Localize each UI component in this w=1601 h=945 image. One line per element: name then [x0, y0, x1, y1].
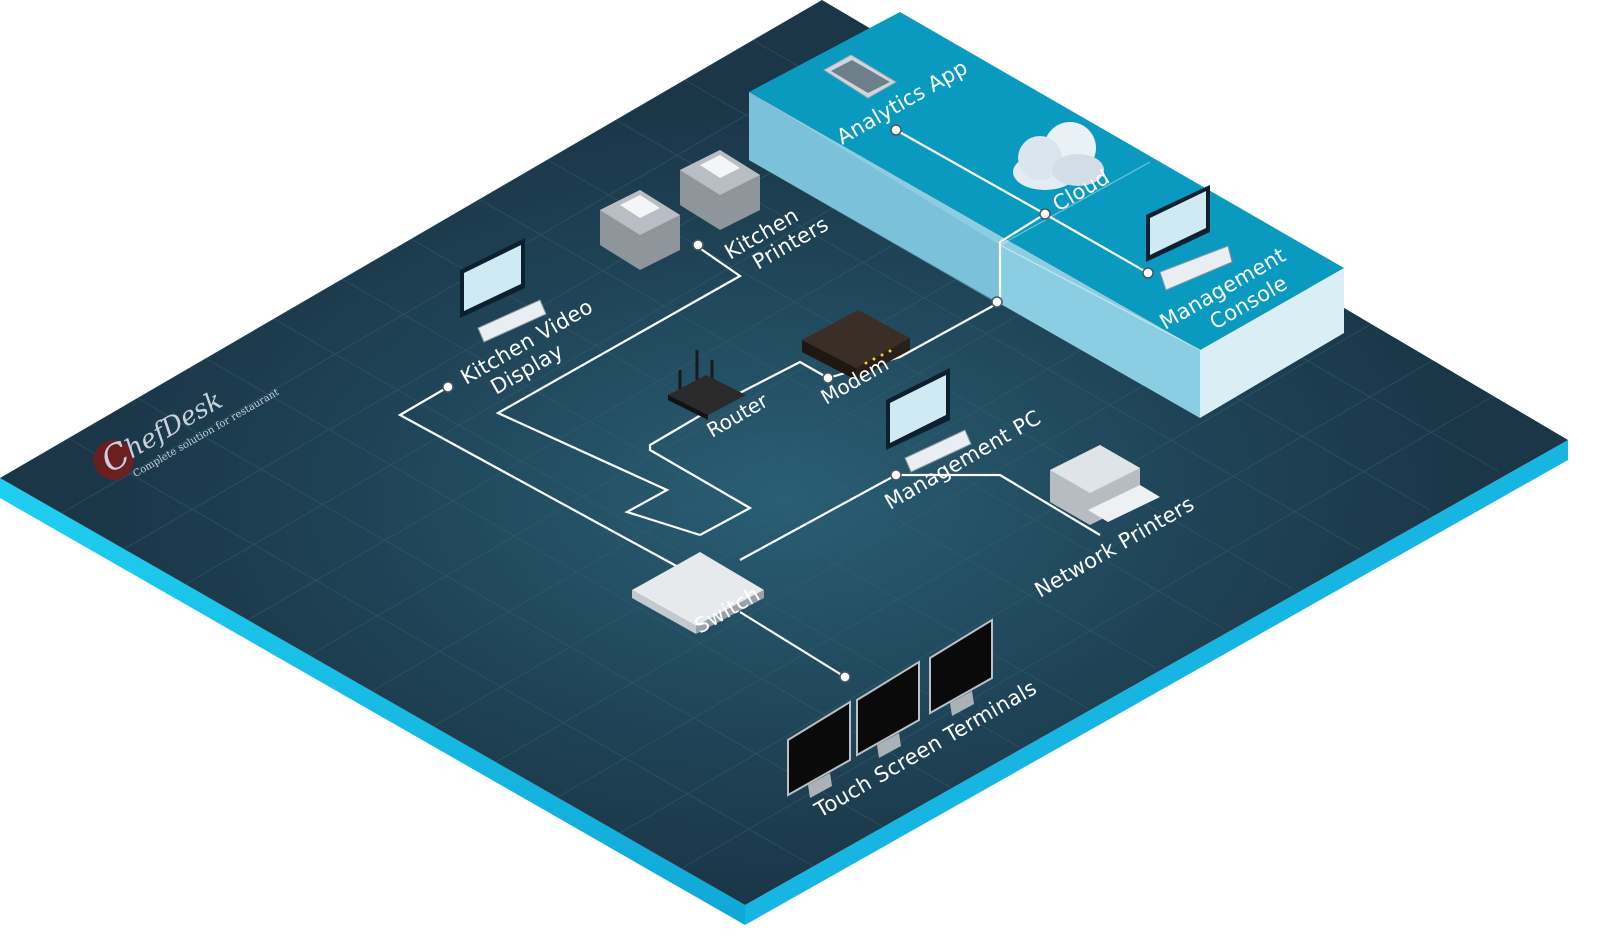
tablet-icon — [823, 54, 897, 99]
touch-screen-terminal-icon — [929, 618, 993, 716]
kitchen-printer-icon — [680, 150, 760, 230]
floor-edge-right — [745, 440, 1568, 925]
network-printer-icon — [1050, 445, 1160, 525]
router-icon — [668, 350, 746, 420]
floor-edge-left — [0, 478, 745, 925]
modem-icon — [802, 310, 910, 380]
floor-grid — [0, 0, 1505, 905]
touch-screen-terminal-icon — [787, 700, 851, 798]
cloud-icon — [1013, 122, 1104, 190]
kitchen-video-display-monitor-icon — [460, 238, 547, 343]
kitchen-printer-icon — [600, 190, 680, 270]
cloud-platform-side-right — [1200, 268, 1344, 418]
touch-screen-terminal-icon — [856, 660, 920, 758]
management-pc-monitor-icon — [886, 368, 972, 473]
switch-icon — [632, 552, 764, 634]
management-console-monitor-icon — [1146, 185, 1233, 291]
connection-dots — [442, 124, 1154, 683]
